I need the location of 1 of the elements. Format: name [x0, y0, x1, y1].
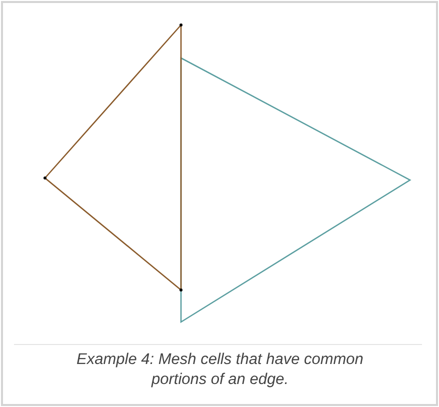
- figure-caption: Example 4: Mesh cells that have common portions of an edge.: [76, 350, 364, 390]
